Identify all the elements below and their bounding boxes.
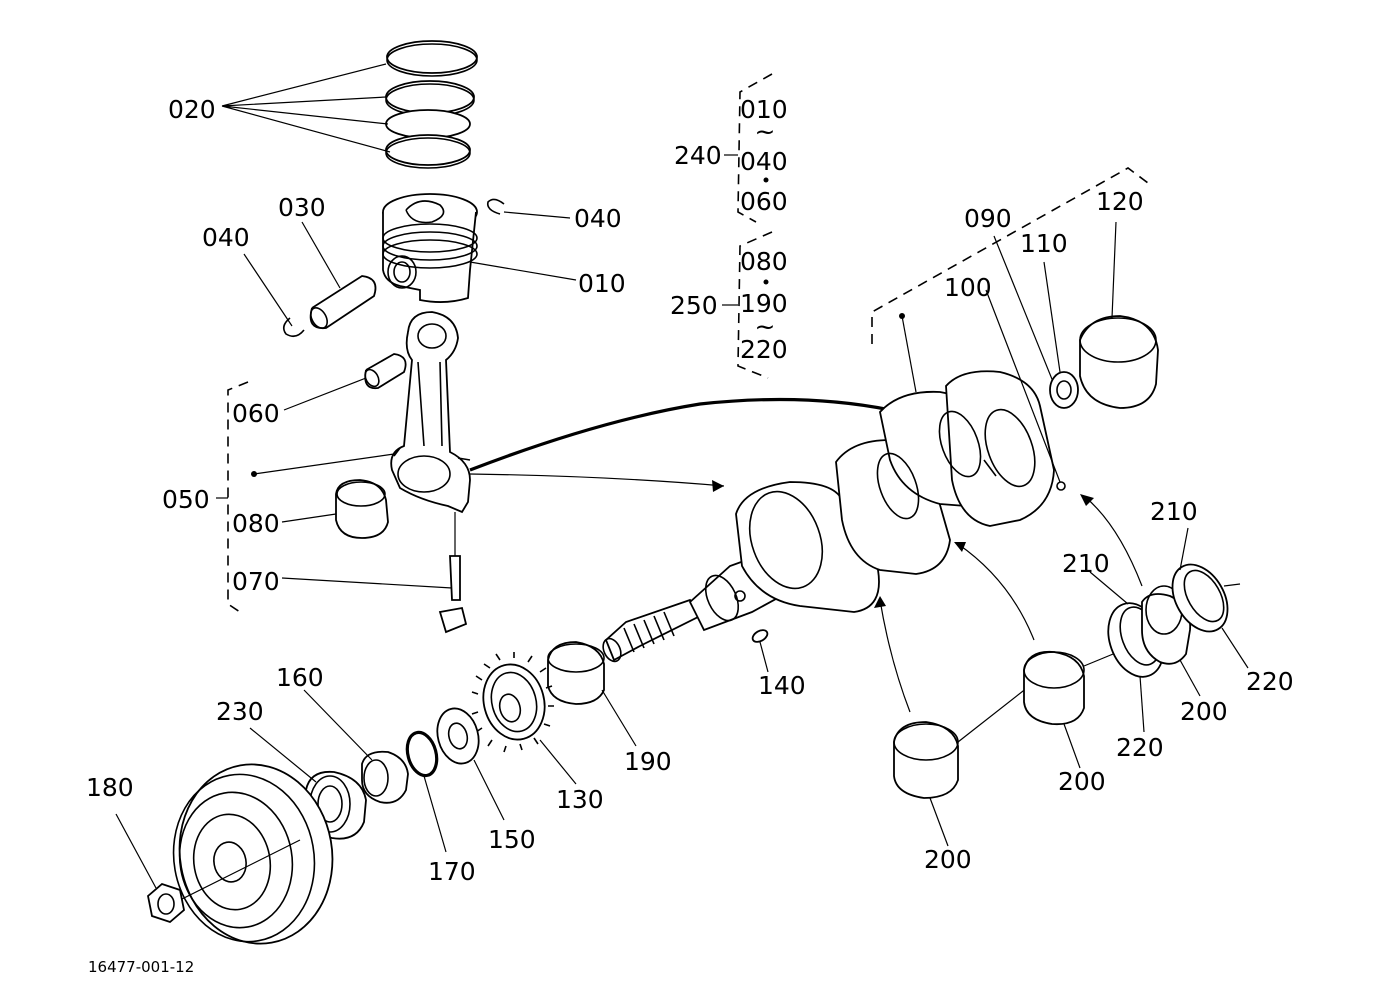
label-050: 050 [162,485,210,514]
label-170: 170 [428,857,476,886]
big-end-bearing [281,479,389,539]
crankshaft [602,235,1066,673]
label-210-a: 210 [1062,549,1110,578]
label-080: 080 [232,509,280,538]
label-020: 020 [168,95,216,124]
front-bearing [547,641,637,747]
label-220-a: 220 [1246,667,1294,696]
label-060: 060 [232,399,280,428]
label-110: 110 [1020,229,1068,258]
label-120: 120 [1096,187,1144,216]
pulley-nut [115,813,185,924]
crank-bushing [1079,221,1159,409]
label-040-left: 040 [202,223,250,252]
label-010: 010 [578,269,626,298]
label-180: 180 [86,773,134,802]
label-040-right: 040 [574,204,622,233]
label-250-080: 080 [740,247,788,276]
label-160: 160 [276,663,324,692]
label-140: 140 [758,671,806,700]
label-240-040: 040 [740,147,788,176]
label-250: 250 [670,291,718,320]
connecting-rod [251,311,471,514]
label-250-220: 220 [740,335,788,364]
con-rod-bolt [281,512,468,634]
tilde-240: ~ [755,117,776,146]
group-bracket-250 [737,231,773,379]
piston-pin [301,221,377,330]
label-250-190: 190 [740,289,788,318]
label-230: 230 [216,697,264,726]
label-190: 190 [624,747,672,776]
thrust-washer-210b [1171,527,1249,669]
snap-ring-right [486,198,571,219]
label-090: 090 [964,204,1012,233]
group-bracket-240 [737,73,773,223]
o-ring [405,730,447,853]
small-end-bushing [283,353,407,411]
label-030: 030 [278,193,326,222]
arrow-200-b [957,543,1035,641]
crank-pulley [171,763,334,945]
label-070: 070 [232,567,280,596]
ball-bearing [1043,261,1079,409]
crank-gear [471,652,577,785]
main-bearing-3 [1141,585,1201,697]
part-labels: 020 030 040 040 010 060 050 080 070 240 … [86,95,1294,976]
label-200-b: 200 [1058,767,1106,796]
snap-ring-left [243,253,305,338]
label-210-b: 210 [1150,497,1198,526]
collar [303,689,409,804]
group-bracket-050 [227,381,249,613]
label-240: 240 [674,141,722,170]
label-100: 100 [944,273,992,302]
label-130: 130 [556,785,604,814]
piston [382,193,577,303]
label-240-010: 010 [740,95,788,124]
label-220-b: 220 [1116,733,1164,762]
drawing-number: 16477-001-12 [88,958,194,976]
label-200-a: 200 [1180,697,1228,726]
rod-to-crank-arrow [469,397,901,472]
main-bearing-2 [1023,650,1119,769]
arrow-200-a [879,599,911,713]
label-240-060: 060 [740,187,788,216]
arrow-210 [1083,495,1143,587]
group-bracket-090 [871,167,1153,344]
label-150: 150 [488,825,536,854]
tilde-250: ~ [755,312,776,341]
label-200-c: 200 [924,845,972,874]
thrust-washer [436,707,505,821]
piston-rings [221,40,478,169]
main-bearing-1 [893,683,1033,847]
